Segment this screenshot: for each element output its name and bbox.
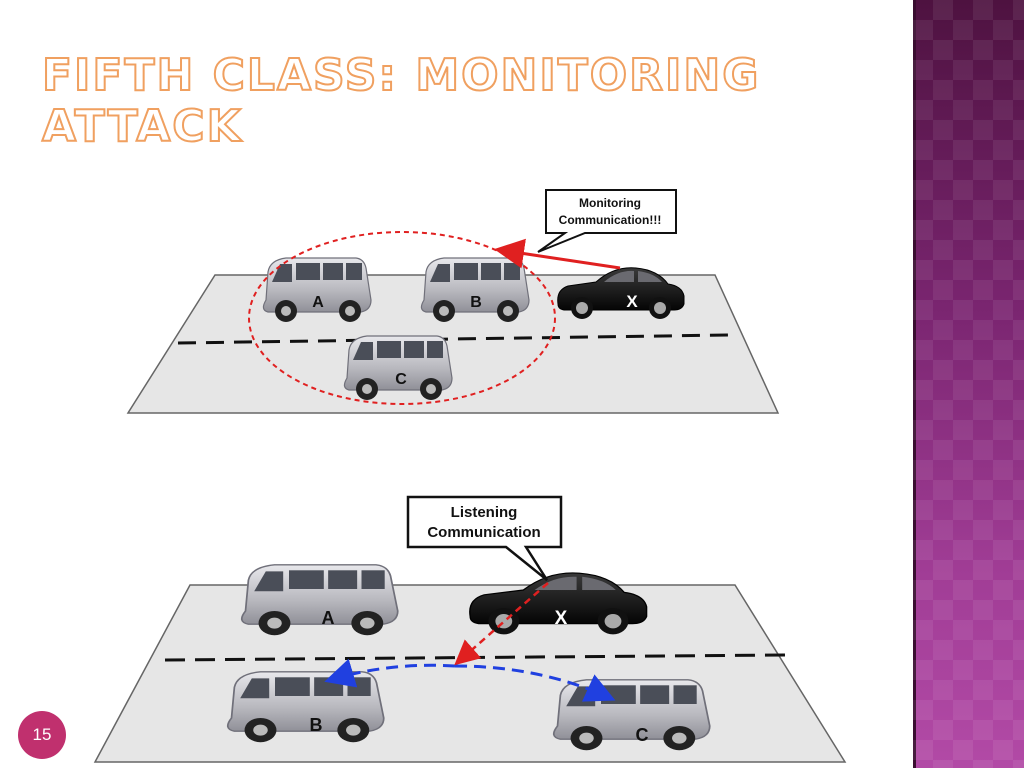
van-c-bottom: C: [552, 678, 711, 752]
top-scene: A B C X Monitoring Communication!!!: [126, 189, 780, 414]
car-x-top-label: X: [626, 292, 638, 311]
attack-diagram: A B C X Monitoring Communication!!! A: [93, 189, 847, 763]
van-b-bottom: B: [226, 670, 385, 744]
van-a-bottom-label: A: [322, 608, 335, 628]
van-c-top: C: [343, 335, 453, 401]
listen-arrow-to-b: [324, 658, 456, 688]
bottom-scene: A X B C Listening Communication: [93, 495, 847, 763]
monitor-arrow: [494, 238, 621, 270]
monitoring-callout-line1: Monitoring: [579, 196, 641, 210]
van-a-top-label: A: [312, 294, 324, 311]
car-x-bottom-label: X: [555, 608, 568, 629]
van-c-bottom-label: C: [636, 725, 649, 745]
slide-title: Fifth Class: Monitoring Attack: [41, 49, 761, 153]
listen-arrow-to-c: [454, 664, 616, 702]
van-a-top: A: [262, 257, 372, 323]
decorative-side-band: [913, 0, 1024, 768]
eavesdrop-arrow: [454, 582, 549, 666]
van-a-bottom: A: [240, 563, 399, 637]
monitor-range-ellipse: [248, 231, 556, 405]
van-b-top: B: [420, 257, 530, 323]
listening-callout-line1: Listening: [451, 504, 518, 521]
van-c-top-label: C: [395, 371, 407, 388]
page-number-badge: 15: [18, 711, 66, 759]
listening-callout-line2: Communication: [427, 524, 540, 541]
van-b-top-label: B: [470, 294, 482, 311]
car-x-top: X: [557, 267, 685, 320]
top-lane-divider: [177, 333, 729, 345]
monitoring-callout-line2: Communication!!!: [559, 213, 662, 227]
van-b-bottom-label: B: [310, 715, 323, 735]
monitoring-callout: Monitoring Communication!!!: [537, 189, 677, 253]
listening-callout: Listening Communication: [406, 495, 563, 581]
car-x-bottom: X: [469, 572, 648, 636]
